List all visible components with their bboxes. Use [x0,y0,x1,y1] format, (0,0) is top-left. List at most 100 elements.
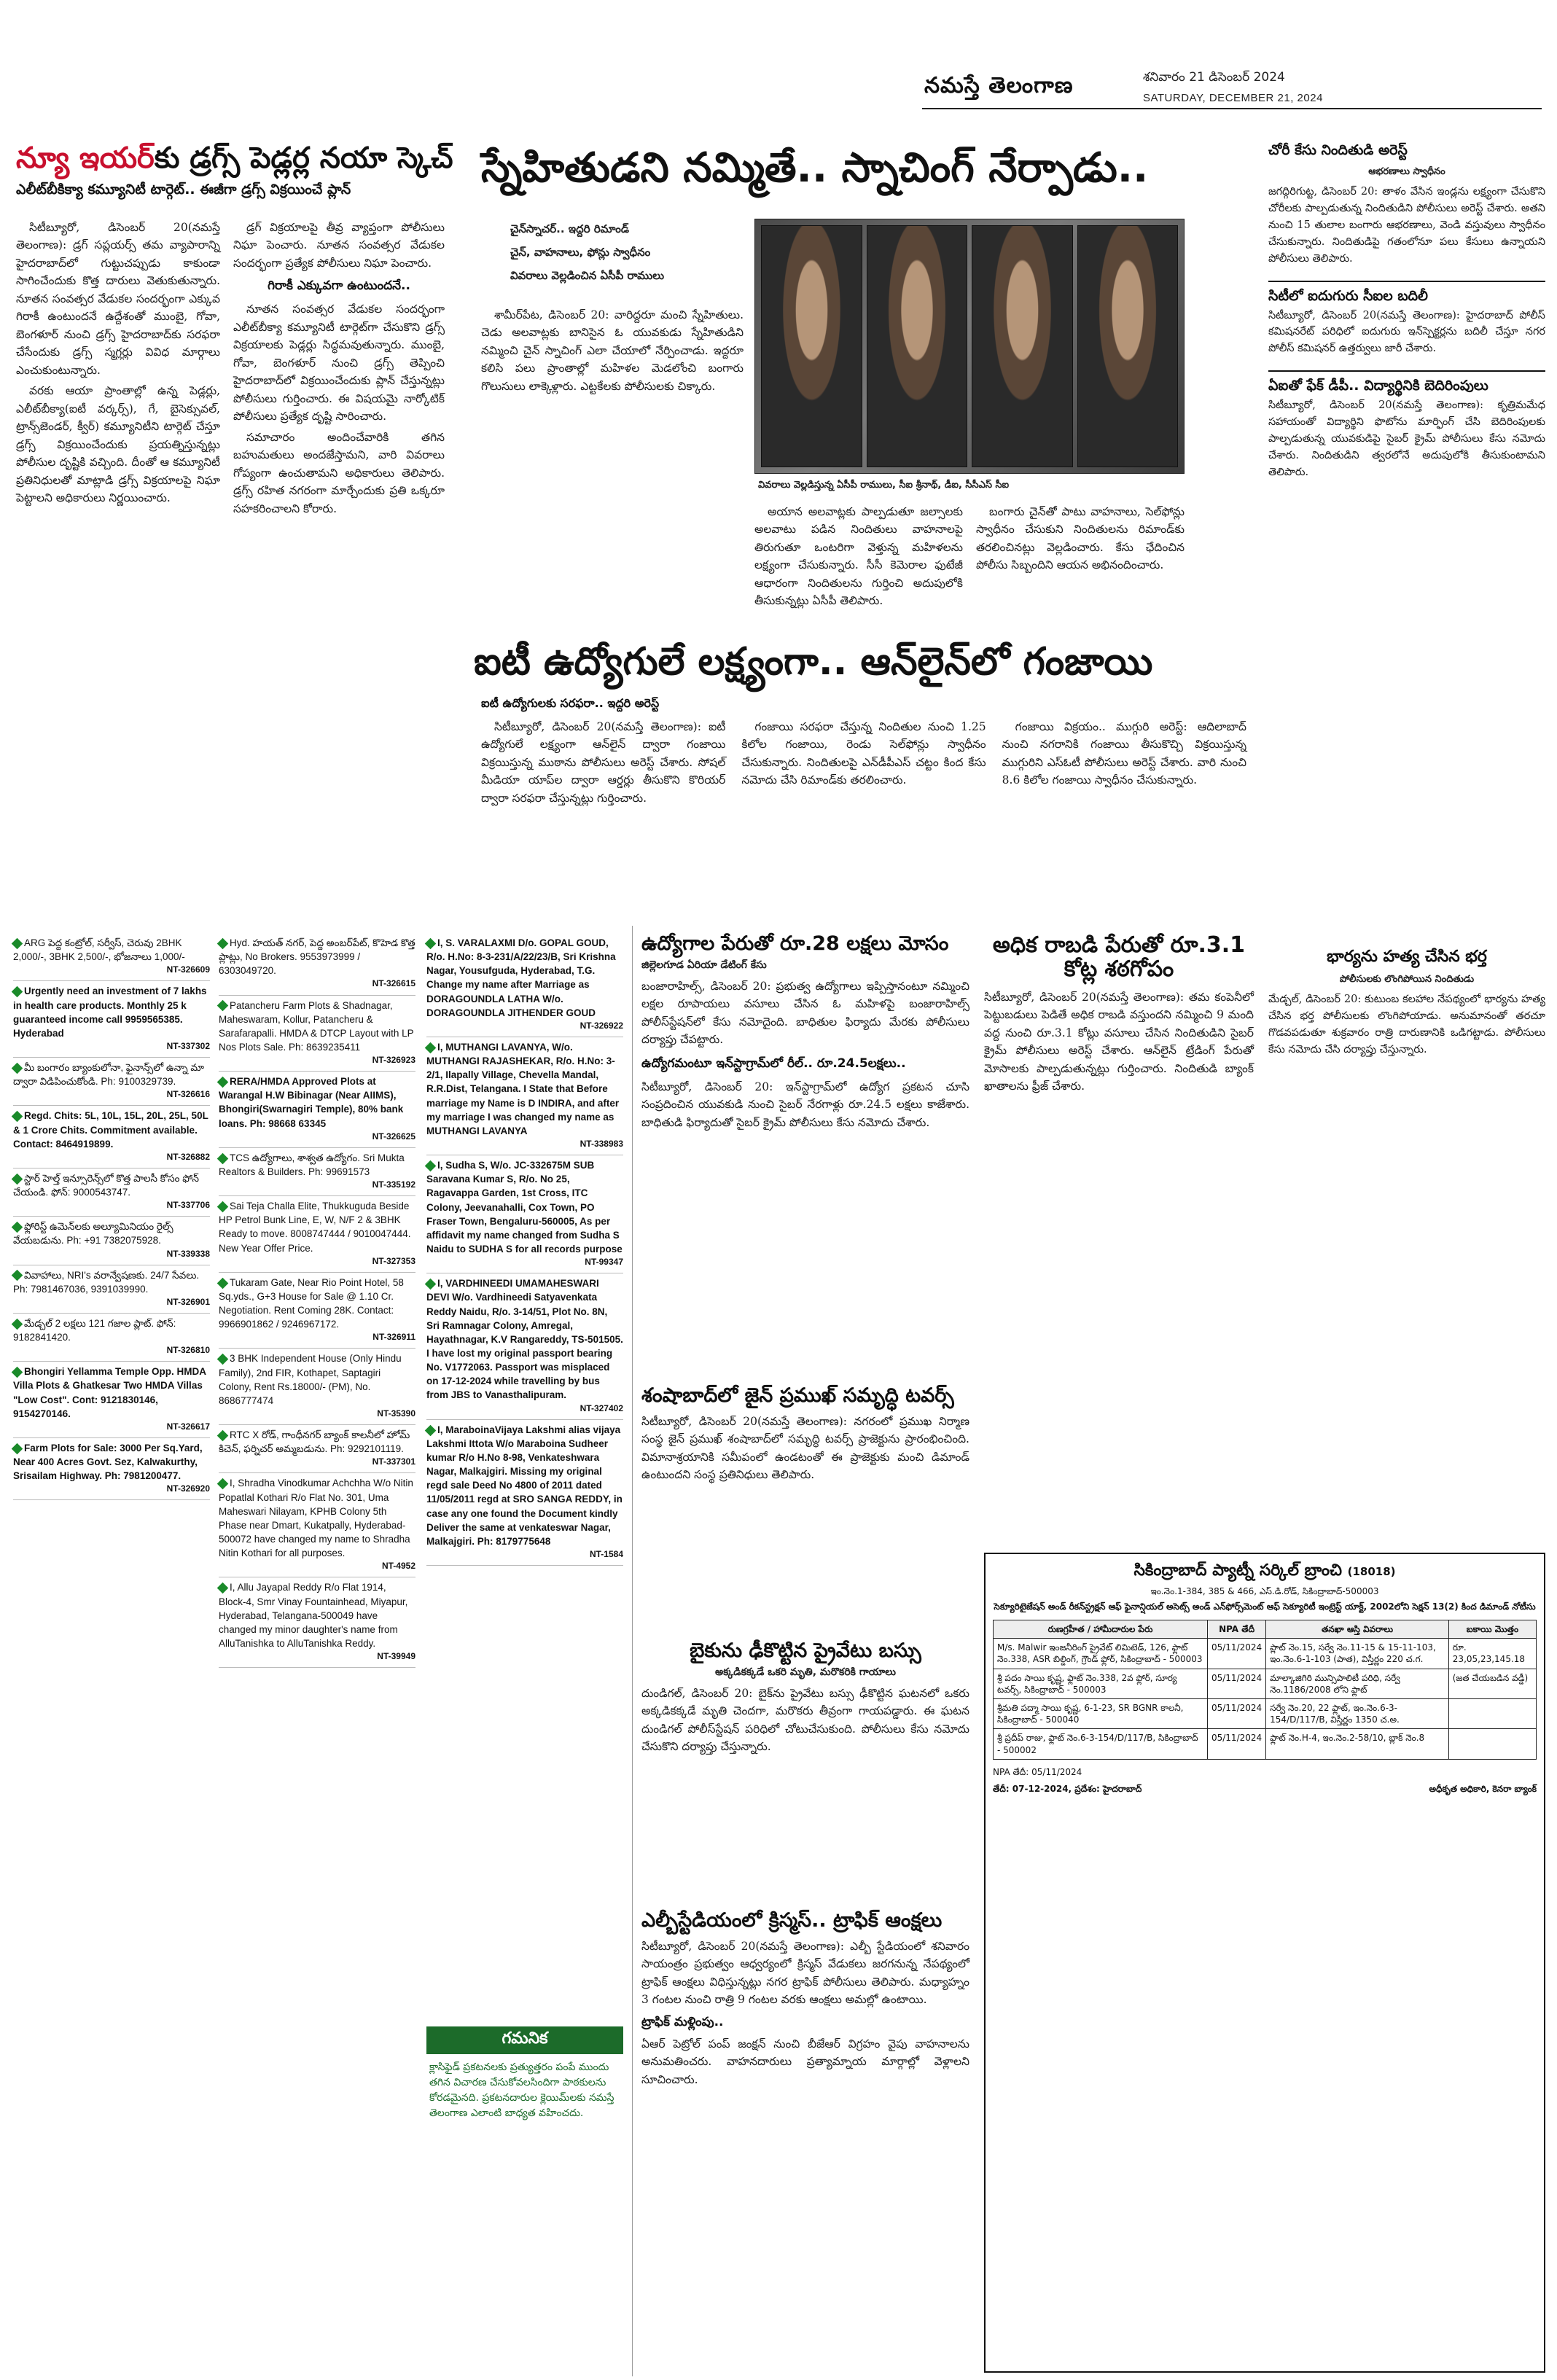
jobs-text2: సిటీబ్యూరో, డిసెంబర్ 20: ఇన్‌స్టాగ్రామ్‌… [641,1080,969,1129]
classified-ad: I, VARDHINEEDI UMAMAHESWARI DEVI W/o. Va… [424,1273,623,1420]
table-cell: మాల్కాజిగిరి మున్సిపాలిటీ పరిధి, సర్వే న… [1265,1668,1449,1699]
table-cell [1448,1728,1537,1760]
star-bullet-icon [11,1062,23,1074]
classified-code: NT-337302 [166,1040,210,1051]
date-english: SATURDAY, DECEMBER 21, 2024 [1143,92,1323,104]
star-bullet-icon [424,937,437,950]
classified-ad: I, MUTHANGI LAVANYA, W/o. MUTHANGI RAJAS… [424,1037,623,1156]
bank-table-header: NPA తేదీ [1206,1619,1267,1639]
masthead-rule [922,108,1542,109]
classified-code: NT-335192 [372,1179,415,1190]
table-row: శ్రీ ప్రదీప్ రాజు, ఫ్లాట్ నెం.6-3-154/D/… [993,1728,1537,1760]
sidebar-box4-kicker: పోలీసులకు లొంగిపోయిన నిందితుడు [1339,974,1475,985]
classified-ad: RERA/HMDA Approved Plots at Warangal H.W… [216,1072,415,1148]
story-jain: శంషాబాద్‌లో జైన్ ప్రముఖ్ సమృద్ధి టవర్స్ … [641,1385,969,1484]
star-bullet-icon [11,1221,23,1233]
bank-title: సికింద్రాబాద్ ప్యాట్నీ సర్కిల్ బ్రాంచి (… [993,1561,1537,1583]
classified-ad: Bhongiri Yellamma Temple Opp. HMDA Villa… [11,1362,210,1438]
star-bullet-icon [216,937,229,950]
christmas-headline: ఎల్బీస్టేడియంలో క్రిస్మస్.. ట్రాఫిక్ ఆంక… [641,1909,943,1932]
christmas-text: సిటీబ్యూరో, డిసెంబర్ 20(నమస్తే తెలంగాణ):… [641,1939,969,2007]
paragraph: శామీర్‌పేట, డిసెంబర్ 20: వారిద్దరూ మంచి … [481,308,744,393]
drugs-headline-black: కు డ్రగ్స్ పెడ్లర్ల నయా స్కెచ్ [154,141,453,175]
classified-text: I, MUTHANGI LAVANYA, W/o. MUTHANGI RAJAS… [426,1041,620,1136]
classified-code: NT-339338 [166,1248,210,1259]
christmas-sub: ట్రాఫిక్ మళ్లింపు.. [641,2014,724,2029]
story-drugs: న్యూ ఇయర్‌కు డ్రగ్స్ పెడ్లర్ల నయా స్కెచ్… [16,142,461,201]
star-bullet-icon [424,1042,437,1054]
bus-headline: బైకును ఢీకొట్టిన ప్రైవేటు బస్సు [690,1639,921,1662]
bank-table-header: రుణగ్రహీత / హామీదారుల పేరు [993,1619,1208,1639]
sidebar-box4-title: భార్యను హత్య చేసిన భర్త [1327,948,1487,966]
classified-ad: I, Sudha S, W/o. JC-332675M SUB Saravana… [424,1155,623,1274]
sidebar: చోరీ కేసు నిందితుడి అరెస్ట్ ఆభరణాలు స్వా… [1268,142,1545,481]
table-cell: 05/11/2024 [1206,1728,1267,1760]
classified-code: NT-326617 [166,1421,210,1432]
bank-table: రుణగ్రహీత / హామీదారుల పేరుNPA తేదీతనఖా ఆ… [993,1619,1537,1760]
classified-text: I, S. VARALAXMI D/o. GOPAL GOUD, R/o. H.… [426,937,616,1018]
classified-ad: Urgently need an investment of 7 lakhs i… [11,981,210,1058]
sidebar-box2-text: సిటీబ్యూరో, డిసెంబర్ 20(నమస్తే తెలంగాణ):… [1268,309,1545,355]
star-bullet-icon [11,1270,23,1281]
classified-text: Patancheru Farm Plots & Shadnagar, Mahes… [219,999,414,1053]
star-bullet-icon [216,1429,229,1442]
classifieds-column-left: ARG పెద్ద కంట్రోల్, సర్వీస్, చెరువు 2BHK… [11,933,210,1501]
classified-text: మీ బంగారం బ్యాంకులోనా, ఫైనాన్స్‌లో ఉన్నా… [13,1062,205,1088]
table-cell: ఫ్లాట్ నెం.H-4, ఇం.నెం.2-58/10, బ్లాక్ న… [1265,1728,1449,1760]
chain-photo-caption: వివరాలు వెల్లడిస్తున్న ఏసీపీ రాములు, సీఐ… [758,480,1010,491]
star-bullet-icon [216,1478,229,1490]
classified-ad: I, Shradha Vinodkumar Achchha W/o Nitin … [216,1473,415,1578]
classified-text: I, Allu Jayapal Reddy R/o Flat 1914, Blo… [219,1582,408,1650]
paragraph: బంగారు చైన్‌తో పాటు వాహనాలు, సెల్‌ఫోన్లు… [976,505,1185,572]
classified-ad: ARG పెద్ద కంట్రోల్, సర్వీస్, చెరువు 2BHK… [11,933,210,982]
bus-kicker: అక్కడికక్కడే ఒకరి మృతి, మరొకరికి గాయాలు [714,1666,897,1678]
sidebar-box1-title: చోరీ కేసు నిందితుడి అరెస్ట్ [1268,142,1408,158]
christmas-text2: ఏఆర్ పెట్రోల్ పంప్ జంక్షన్ నుంచి బీజేఆర్… [641,2037,969,2086]
classified-text: ARG పెద్ద కంట్రోల్, సర్వీస్, చెరువు 2BHK… [13,937,185,963]
table-cell: 05/11/2024 [1206,1698,1267,1730]
classified-code: NT-326615 [372,978,415,989]
classified-code: NT-326922 [580,1020,623,1031]
classified-text: RTC X రోడ్, గాంధీనగర్ బ్యాంక్ కాలనీలో హో… [219,1429,410,1455]
jobs-kicker: జిల్లెలగూడ ఏరియా డేటింగ్ కేసు [641,959,767,971]
classified-text: TCS ఉద్యోగాలు, శాశ్వత ఉద్యోగం. Sri Mukta… [219,1152,405,1177]
sidebar-box2-title: సిటీలో ఐదుగురు సీఐల బదిలీ [1268,280,1545,308]
classified-ad: I, MaraboinaVijaya Lakshmi alias vijaya … [424,1420,623,1566]
classified-code: NT-326911 [372,1332,415,1343]
story-bus: బైకును ఢీకొట్టిన ప్రైవేటు బస్సు అక్కడికక… [641,1640,969,1756]
classified-code: NT-326920 [166,1483,210,1494]
table-cell: M/s. Malwir ఇంజనీరింగ్ ప్రైవేట్ లిమిటెడ్… [993,1638,1208,1669]
classified-text: I, VARDHINEEDI UMAMAHESWARI DEVI W/o. Va… [426,1278,623,1401]
paragraph: నూతన సంవత్సర వేడుకల సందర్భంగా ఎలీట్‌బీక్… [233,303,445,424]
bank-footer-signatory: అధీకృత అధికారి, కెనరా బ్యాంక్ [1429,1783,1537,1794]
classified-ad: మీ బంగారం బ్యాంకులోనా, ఫైనాన్స్‌లో ఉన్నా… [11,1058,210,1107]
table-cell: రూ. 23,05,23,145.18 [1448,1638,1537,1669]
classified-text: I, Shradha Vinodkumar Achchha W/o Nitin … [219,1478,413,1559]
classifieds-column-right: I, S. VARALAXMI D/o. GOPAL GOUD, R/o. H.… [424,933,623,1566]
paragraph: గంజాయి సరఫరా చేస్తున్న నిందితుల నుంచి 1.… [741,720,986,787]
classified-code: NT-39949 [377,1651,415,1662]
notice-tag: గమనిక [426,2026,623,2054]
classified-code: NT-35390 [377,1408,415,1419]
star-bullet-icon [216,1277,229,1290]
profit-headline: అధిక రాబడి పేరుతో రూ.3.1 కోట్ల శఠగోపం [992,932,1246,982]
drugs-col1: సిటీబ్యూరో, డిసెంబర్ 20(నమస్తే తెలంగాణ):… [16,219,220,510]
classified-text: Bhongiri Yellamma Temple Opp. HMDA Villa… [13,1366,206,1419]
drugs-headline: న్యూ ఇయర్‌కు డ్రగ్స్ పెడ్లర్ల నయా స్కెచ్ [16,142,461,174]
classified-text: Tukaram Gate, Near Rio Point Hotel, 58 S… [219,1276,404,1330]
classified-code: NT-1584 [589,1549,623,1560]
sidebar-box3-text: సిటీబ్యూరో, డిసెంబర్ 20(నమస్తే తెలంగాణ):… [1268,399,1545,478]
jain-text: సిటీబ్యూరో, డిసెంబర్ 20(నమస్తే తెలంగాణ):… [641,1414,969,1482]
bank-npa-date: NPA తేదీ: 05/11/2024 [993,1766,1082,1777]
paragraph: అయాన అలవాట్లకు పాల్పడుతూ జల్సాలకు అలవాటు… [754,505,963,608]
classified-text: వివాహాలు, NRI's వరాన్వేషణకు. 24/7 సేవలు.… [13,1269,200,1295]
chain-bullets: చైన్‌స్నాచర్.. ఇద్దరి రిమాండ్ చైన్, వాహన… [510,222,758,285]
drugs-col2: డ్రగ్ విక్రయాలపై తీవ్ర వ్యాప్తంగా పోలీసు… [233,219,445,520]
table-row: శ్రీ పదం సాయి కృష్ణ, ఫ్లాట్ నెం.338, 2వ … [993,1668,1537,1699]
classified-ad: వివాహాలు, NRI's వరాన్వేషణకు. 24/7 సేవలు.… [11,1265,210,1314]
paragraph: వరకు ఆయా ప్రాంతాల్లో ఉన్న పెడ్లర్లు, ఎలీ… [16,384,220,505]
table-cell: శ్రీ ప్రదీప్ రాజు, ఫ్లాట్ నెం.6-3-154/D/… [993,1728,1208,1760]
classified-code: NT-326616 [166,1089,210,1100]
classified-text: స్టార్ హెల్త్ ఇన్సూరెన్స్‌లో కొత్త పాలసీ… [13,1172,200,1198]
classified-code: NT-326923 [372,1055,415,1066]
